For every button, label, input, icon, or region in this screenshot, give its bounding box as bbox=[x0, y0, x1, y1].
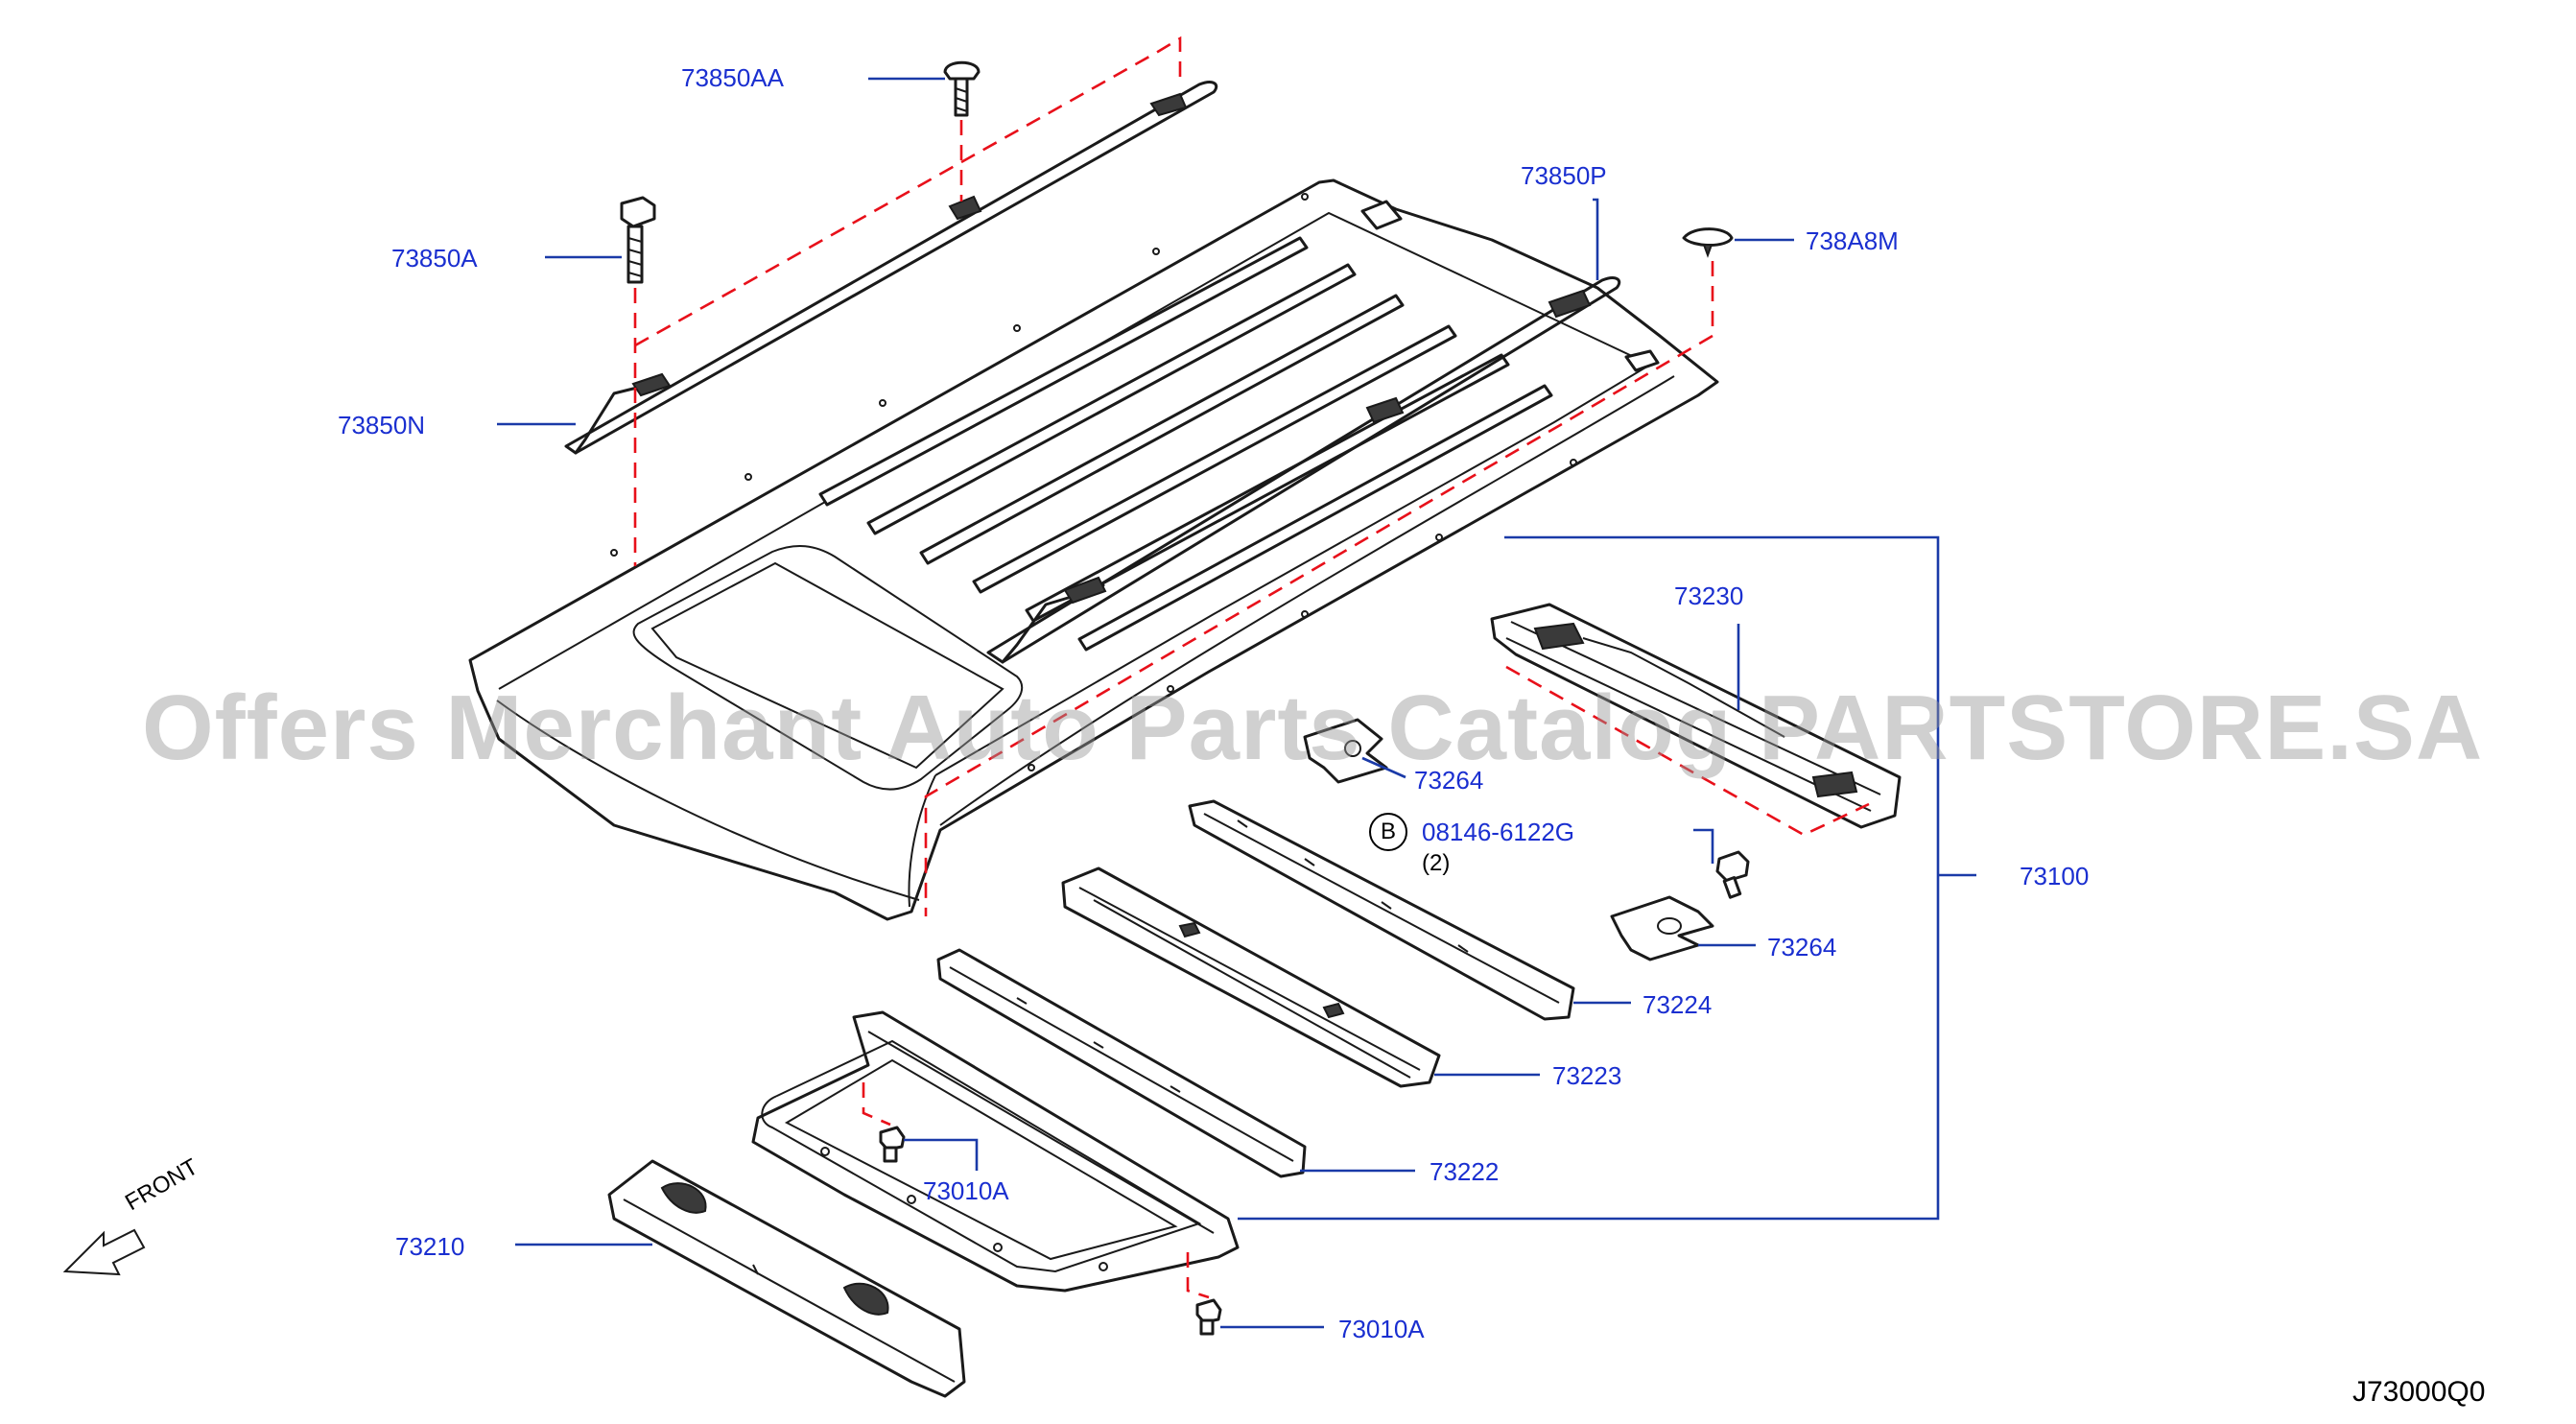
watermark: Offers Merchant Auto Parts Catalog PARTS… bbox=[142, 676, 2484, 779]
label-73010A-upper[interactable]: 73010A bbox=[923, 1176, 1009, 1205]
part-73230 bbox=[1490, 603, 1902, 829]
bolt-marker-b: B bbox=[1369, 813, 1407, 851]
label-73850AA[interactable]: 73850AA bbox=[681, 63, 784, 92]
label-73224[interactable]: 73224 bbox=[1642, 990, 1713, 1019]
label-08146-6122G[interactable]: 08146-6122G bbox=[1422, 818, 1575, 846]
diagram-code: J73000Q0 bbox=[2352, 1376, 2486, 1408]
part-73264-lower bbox=[1610, 895, 1714, 961]
label-73230[interactable]: 73230 bbox=[1674, 581, 1744, 610]
label-738A8M[interactable]: 738A8M bbox=[1806, 226, 1899, 255]
label-73222[interactable]: 73222 bbox=[1430, 1157, 1500, 1186]
label-73850P[interactable]: 73850P bbox=[1521, 161, 1607, 190]
assembly-lines bbox=[633, 36, 1870, 1299]
part-73222 bbox=[936, 948, 1307, 1178]
bolt-73850AA bbox=[943, 60, 981, 117]
bolt-73010A-lower bbox=[1195, 1298, 1222, 1336]
part-73223 bbox=[1061, 866, 1441, 1088]
roof-rail-right bbox=[986, 276, 1621, 664]
bolt-73850A bbox=[620, 196, 656, 284]
part-73210 bbox=[607, 1159, 966, 1398]
bolt-73010A-upper bbox=[879, 1126, 906, 1163]
label-73850A[interactable]: 73850A bbox=[391, 244, 478, 273]
roof-panel bbox=[468, 178, 1719, 921]
label-73850N[interactable]: 73850N bbox=[338, 411, 426, 439]
front-arrow-icon bbox=[62, 1228, 146, 1276]
clip-738A8M bbox=[1682, 227, 1734, 258]
label-73264-lower[interactable]: 73264 bbox=[1767, 933, 1837, 961]
label-73210[interactable]: 73210 bbox=[395, 1232, 465, 1261]
label-73223[interactable]: 73223 bbox=[1552, 1061, 1622, 1090]
label-73264-upper[interactable]: 73264 bbox=[1414, 766, 1484, 795]
leader-lines bbox=[497, 77, 1976, 1329]
bolt-08146-6122G bbox=[1715, 850, 1750, 899]
sunroof-frame bbox=[751, 1010, 1240, 1293]
label-73100[interactable]: 73100 bbox=[2020, 862, 2090, 890]
part-73224 bbox=[1188, 799, 1575, 1021]
roof-rail-left bbox=[564, 81, 1218, 455]
label-08146-qty: (2) bbox=[1422, 850, 1451, 876]
label-73010A-lower[interactable]: 73010A bbox=[1338, 1315, 1425, 1343]
